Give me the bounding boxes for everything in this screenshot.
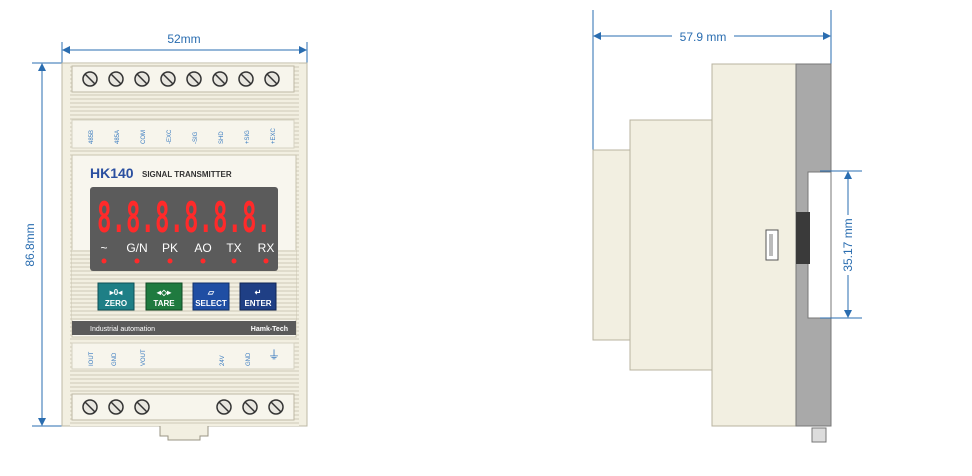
terminal-label: IOUT [89, 351, 95, 366]
led-icon [263, 258, 269, 264]
terminal-label: VOUT [141, 349, 147, 366]
model-subtitle: SIGNAL TRANSMITTER [142, 170, 232, 179]
led-icon [134, 258, 140, 264]
screw-icon [82, 71, 98, 87]
terminal-label: COM [141, 130, 147, 144]
screw-icon [238, 71, 254, 87]
side-view: 57.9 mm 35.17 mm [592, 10, 862, 443]
zero-icon: ▸0◂ [109, 288, 123, 297]
rail-label-bg [838, 215, 854, 275]
bottom-screws [82, 399, 284, 415]
front-view: 52mm 86.8mm 485B 485A COM -EXC -SIG [23, 32, 308, 441]
screw-icon [108, 399, 124, 415]
terminal-label: SHD [219, 131, 225, 144]
height-dimension-label: 86.8mm [23, 223, 37, 266]
select-icon: ▱ [207, 288, 215, 297]
display-window [90, 187, 278, 271]
bottom-terminal-block [71, 393, 295, 421]
screw-icon [134, 399, 150, 415]
footer-left-text: Industrial automation [90, 326, 155, 333]
release-tab [811, 427, 827, 443]
screw-icon [242, 399, 258, 415]
indicator-label: TX [226, 241, 241, 255]
width-dimension-label: 52mm [167, 32, 200, 46]
enter-icon: ↵ [255, 288, 262, 297]
screw-icon [216, 399, 232, 415]
tare-icon: ◂◇▸ [156, 288, 172, 297]
screw-icon [186, 71, 202, 87]
rail-clamp [796, 212, 810, 264]
top-screws [82, 71, 280, 87]
zero-button-face[interactable] [97, 282, 135, 311]
side-latch-slot [769, 234, 773, 256]
terminal-label: +EXC [271, 127, 277, 144]
top-terminal-block [71, 65, 295, 93]
terminal-label: GND [246, 352, 252, 366]
led-icon [101, 258, 107, 264]
screw-icon [264, 71, 280, 87]
middle-step [629, 119, 716, 371]
screw-icon [108, 71, 124, 87]
top-terminal-labels: 485B 485A COM -EXC -SIG SHD +SIG +EXC [89, 127, 277, 144]
front-panel-step [592, 149, 634, 341]
led-icon [167, 258, 173, 264]
tare-button-face[interactable] [145, 282, 183, 311]
enter-button-label: ENTER [244, 299, 271, 308]
tare-button-label: TARE [153, 299, 175, 308]
terminal-label: +SIG [245, 130, 251, 144]
terminal-label: 485A [115, 130, 121, 144]
rail-dimension-label: 35.17 mm [841, 218, 855, 271]
led-icon [231, 258, 237, 264]
top-label-strip [71, 119, 295, 149]
terminal-label: -SIG [193, 131, 199, 144]
rail-slot [807, 171, 832, 319]
indicator-label: RX [258, 241, 275, 255]
terminal-label: 485B [89, 130, 95, 144]
select-button[interactable]: ▱ SELECT [192, 282, 230, 311]
indicator-label: ~ [100, 241, 107, 255]
indicator-labels: ~ G/N PK AO TX RX [100, 241, 274, 255]
screw-icon [134, 71, 150, 87]
screw-icon [212, 71, 228, 87]
zero-button-label: ZERO [105, 299, 127, 308]
depth-label-bg [672, 30, 734, 44]
led-icon [200, 258, 206, 264]
select-button-label: SELECT [195, 299, 227, 308]
terminal-label: GND [112, 352, 118, 366]
screw-icon [82, 399, 98, 415]
footer-right-text: Hamk-Tech [251, 326, 288, 333]
bottom-terminal-labels: IOUT GND VOUT 24V GND [89, 349, 252, 366]
indicator-label: G/N [126, 241, 147, 255]
seven-segment-readout: 8.8.8.8.8.8. [97, 193, 271, 242]
enter-button[interactable]: ↵ ENTER [239, 282, 277, 311]
screw-icon [268, 399, 284, 415]
rear-body [711, 63, 797, 427]
select-button-face[interactable] [192, 282, 230, 311]
indicator-label: AO [194, 241, 211, 255]
model-name: HK140 [90, 165, 134, 181]
screw-icon [160, 71, 176, 87]
panel-footer-bar [72, 321, 296, 335]
terminal-label: -EXC [167, 129, 173, 144]
terminal-label: 24V [220, 355, 226, 366]
bottom-label-strip [71, 342, 295, 370]
indicator-leds [101, 258, 269, 264]
zero-button[interactable]: ▸0◂ ZERO [97, 282, 135, 311]
din-clip [159, 426, 209, 441]
enter-button-face[interactable] [239, 282, 277, 311]
indicator-label: PK [162, 241, 178, 255]
depth-dimension-label: 57.9 mm [680, 30, 727, 44]
tare-button[interactable]: ◂◇▸ TARE [145, 282, 183, 311]
ground-icon: ⏚ [268, 348, 280, 362]
